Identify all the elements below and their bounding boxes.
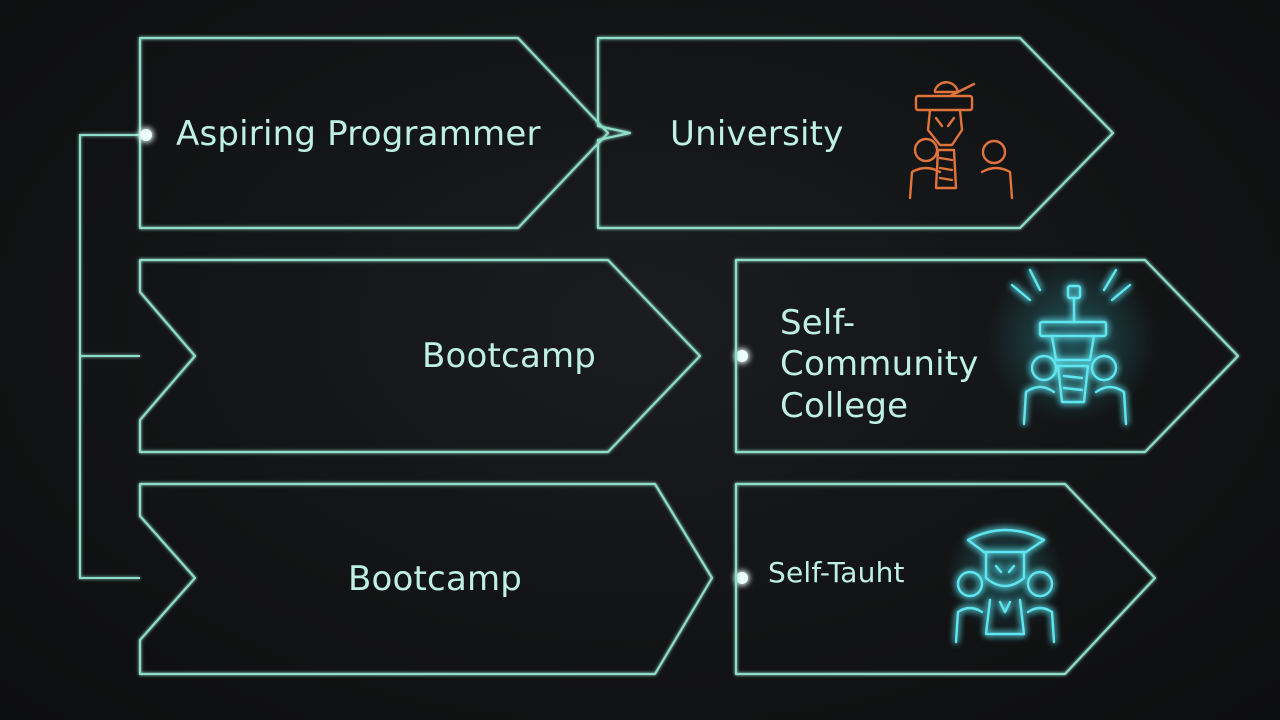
community-college-line3: College [780,386,908,426]
bootcamp-2-shape [138,482,714,676]
aspiring-programmer-shape [138,36,610,230]
university-label: University [670,114,844,154]
graduate-cyan-icon [1010,268,1132,426]
node-self-taught: Self-Tauht [734,482,1157,676]
node-bootcamp-1: Bootcamp [138,258,702,454]
community-college-line2: Community [780,344,979,384]
trunk-connector [79,134,146,579]
community-college-line1: Self- [780,303,855,343]
bootcamp-2-node-dot [736,572,748,584]
self-taught-label: Self-Tauht [768,556,905,589]
bootcamp-1-label: Bootcamp [422,336,596,376]
university-shape [596,36,1115,230]
graduate-orange-icon [908,81,1014,200]
node-community-college: Self- Community College [734,255,1240,454]
bootcamp-2-label: Bootcamp [348,559,522,599]
aspiring-programmer-label: Aspiring Programmer [176,114,541,154]
person-cyan-icon [954,528,1056,644]
node-bootcamp-2: Bootcamp [138,482,714,676]
bootcamp-1-shape [138,258,702,454]
graduate-cyan-halo [987,255,1157,425]
self-taught-shape [734,482,1157,676]
node-aspiring-programmer: Aspiring Programmer [138,36,610,230]
aspiring-node-dot [140,129,152,141]
node-university: University [596,36,1115,230]
bootcamp-1-node-dot [736,350,748,362]
